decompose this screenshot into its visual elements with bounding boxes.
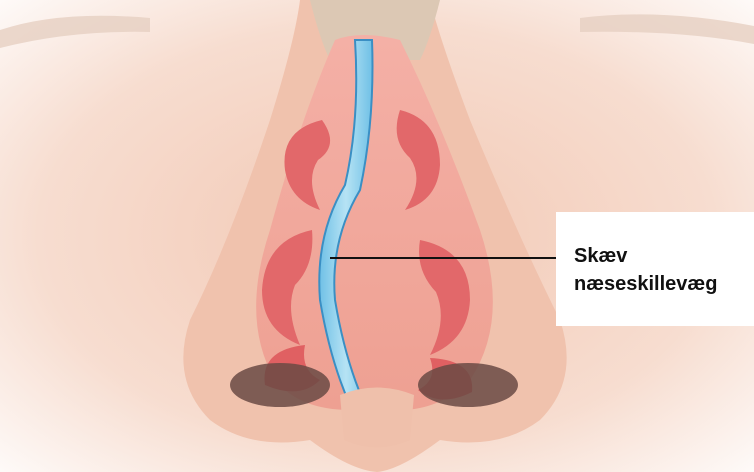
left-nostril [230,363,330,407]
columella [340,388,414,448]
annotation-label-line-1: Skæv [574,242,754,270]
right-nostril [418,363,518,407]
annotation-label-line-2: næseskillevæg [574,270,754,298]
annotation-label: Skæv næseskillevæg [556,212,754,326]
